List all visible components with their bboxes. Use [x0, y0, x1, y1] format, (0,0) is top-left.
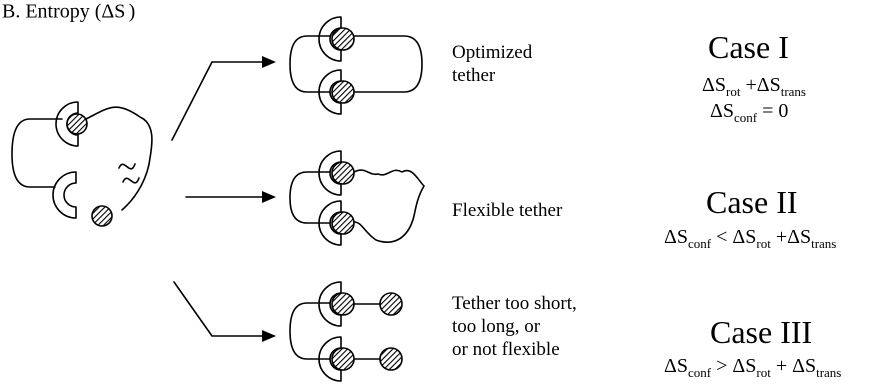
case-1-equation-2: ΔSconf = 0: [710, 100, 789, 125]
inflexible-complex: [289, 281, 403, 382]
scaffold-loop: [289, 35, 331, 93]
ligand-4: [379, 347, 403, 371]
arrow-middle: [185, 191, 276, 203]
lower-receptor: [318, 200, 342, 246]
unbound-state: [11, 101, 153, 227]
case-1-equation-1: ΔSrot +ΔStrans: [702, 74, 806, 99]
ligand-1: [331, 161, 355, 185]
tether: [353, 169, 425, 243]
panel-header: B. Entropy (ΔS ): [2, 0, 136, 23]
upper-receptor: [318, 150, 342, 196]
label-flexible-tether: Flexible tether: [452, 200, 563, 221]
flexible-complex: [289, 150, 425, 246]
case-3-equation: ΔSconf > ΔSrot + ΔStrans: [664, 355, 842, 380]
optimized-complex: [289, 16, 423, 115]
arrow-top: [171, 56, 276, 141]
ligand-2: [331, 347, 355, 371]
ligand-3: [379, 292, 403, 316]
bound-ligand: [66, 113, 88, 135]
lower-receptor: [52, 171, 77, 219]
scaffold-loop: [11, 118, 63, 188]
case-3-title: Case III: [710, 314, 813, 350]
arrow-bottom: [173, 281, 276, 342]
label-inflexible-tether: Tether too short, too long, or or not fl…: [452, 293, 577, 360]
tether: [353, 35, 423, 93]
tether-break-2: [122, 177, 140, 184]
ligand-2: [331, 80, 355, 104]
label-optimized-tether: Optimized tether: [452, 42, 533, 86]
free-ligand: [91, 205, 113, 227]
lower-receptor: [318, 69, 342, 115]
lower-receptor: [318, 336, 342, 382]
tether-break: [118, 163, 136, 170]
case-1-title: Case I: [708, 29, 789, 65]
upper-receptor: [318, 16, 342, 62]
tether: [85, 106, 153, 211]
ligand-1: [331, 27, 355, 51]
ligand-2: [331, 211, 355, 235]
case-2-equation: ΔSconf < ΔSrot +ΔStrans: [664, 226, 837, 251]
scaffold-loop: [289, 302, 331, 360]
scaffold-loop: [289, 171, 331, 224]
ligand-1: [331, 292, 355, 316]
case-2-title: Case II: [706, 184, 798, 220]
upper-receptor: [318, 281, 342, 327]
